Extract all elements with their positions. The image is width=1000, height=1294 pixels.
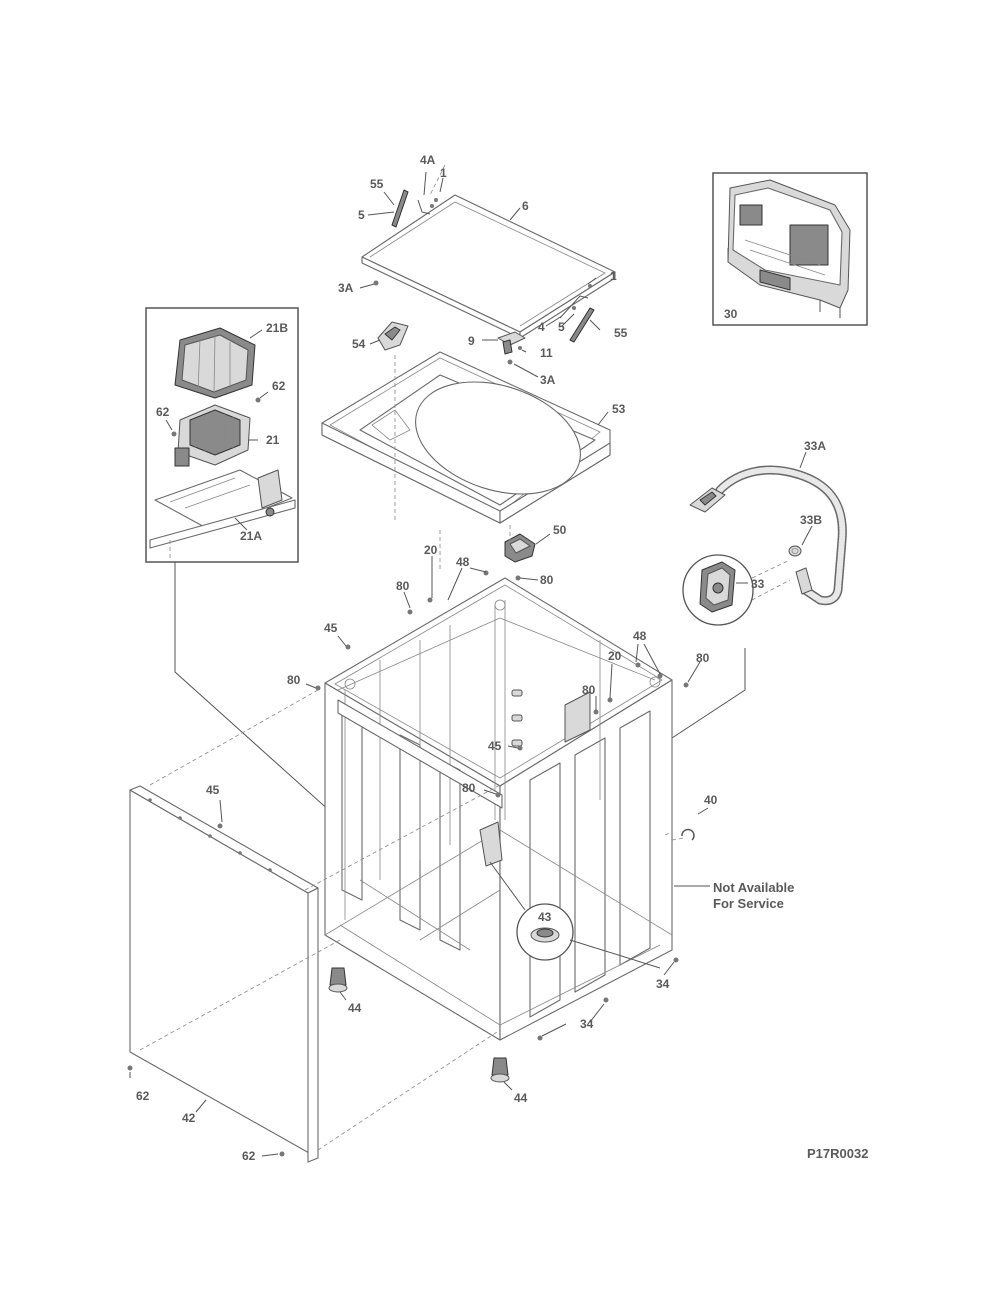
callout-80-top-right: 80 [540, 573, 554, 587]
clamp-part-33B[interactable] [788, 545, 802, 557]
callout-21B: 21B [266, 321, 288, 335]
hinge-springs-left[interactable] [391, 189, 438, 228]
callout-11: 11 [540, 346, 553, 360]
leveling-leg-part-44-left[interactable] [328, 967, 348, 993]
callout-40: 40 [704, 793, 718, 807]
callout-80-top-left: 80 [396, 579, 410, 593]
top-panel-part-53[interactable] [321, 351, 611, 524]
callout-21A: 21A [240, 529, 262, 543]
alignment-lines [139, 164, 673, 1151]
hinge-bracket-part-9[interactable] [497, 331, 526, 355]
front-panel-part-42[interactable] [129, 785, 319, 1163]
callout-33: 33 [751, 577, 765, 591]
callout-50: 50 [553, 523, 567, 537]
diagram-code: P17R0032 [807, 1146, 868, 1161]
callout-45-inner: 45 [488, 739, 502, 753]
lid-part-6[interactable] [361, 194, 616, 339]
grommet-part-43[interactable] [530, 927, 560, 943]
callout-48-right: 48 [633, 629, 647, 643]
callout-54: 54 [352, 337, 366, 351]
callout-44-left: 44 [348, 1001, 362, 1015]
screw-3A-left [373, 280, 379, 286]
callout-6: 6 [522, 199, 529, 213]
detail-circle-43: 43 [489, 861, 661, 969]
callout-42: 42 [182, 1111, 196, 1125]
callout-9: 9 [468, 334, 475, 348]
callout-55-right: 55 [614, 326, 628, 340]
callout-20-top: 20 [424, 543, 438, 557]
callout-62-panel-bottom: 62 [242, 1149, 256, 1163]
callout-1-top: 1 [440, 166, 447, 180]
callout-4-right: 4 [538, 320, 545, 334]
callout-34-bottom: 34 [580, 1017, 594, 1031]
note-line-2: For Service [713, 896, 784, 911]
board-part-21[interactable] [174, 404, 251, 467]
cabinet-hardware [127, 570, 689, 1157]
pump-part-33[interactable] [699, 561, 736, 613]
callout-80-left: 80 [287, 673, 301, 687]
callout-4A: 4A [420, 153, 436, 167]
screw-3A-right [507, 359, 513, 365]
drain-hose-part-33A[interactable] [689, 465, 847, 606]
callout-62-panel-left: 62 [136, 1089, 150, 1103]
callout-1-right: 1 [610, 269, 617, 283]
cabinet-assembly[interactable] [324, 577, 673, 1041]
callout-5-left: 5 [358, 208, 365, 222]
dispenser-part-54[interactable] [377, 321, 409, 351]
callout-80-right: 80 [696, 651, 710, 665]
callout-45-top: 45 [324, 621, 338, 635]
callout-55-left: 55 [370, 177, 384, 191]
callout-48-top: 48 [456, 555, 470, 569]
callout-21: 21 [266, 433, 280, 447]
inset-control-board: 30 [712, 172, 868, 326]
callout-80-inner: 80 [582, 683, 596, 697]
callout-62-inset-top: 62 [272, 379, 286, 393]
ring-part-40[interactable] [681, 828, 695, 841]
hinge-springs-right[interactable] [559, 284, 595, 343]
callout-20-right: 20 [608, 649, 622, 663]
callout-3A-left: 3A [338, 281, 354, 295]
callout-5-right: 5 [558, 320, 565, 334]
callout-80-front: 80 [462, 781, 476, 795]
leveling-leg-part-44-right[interactable] [490, 1057, 510, 1083]
leader-pump [671, 648, 746, 739]
screw-62-left [171, 431, 177, 437]
screw-62-top [255, 397, 261, 403]
callout-45-panel: 45 [206, 783, 220, 797]
bracket-part-21A[interactable] [149, 469, 296, 549]
callout-62-inset-left: 62 [156, 405, 170, 419]
cover-part-21B[interactable] [174, 327, 256, 399]
pump-detail-circle: 33 [682, 554, 791, 626]
callout-30: 30 [724, 307, 738, 321]
note-line-1: Not Available [713, 880, 794, 895]
callout-33B: 33B [800, 513, 822, 527]
inset-electronic-control: 21B 62 62 21 21A [145, 307, 299, 563]
callout-33A: 33A [804, 439, 826, 453]
callout-44-right: 44 [514, 1091, 528, 1105]
control-board-part-30[interactable] [727, 179, 851, 318]
bracket-part-50[interactable] [504, 533, 536, 563]
callout-34-right: 34 [656, 977, 670, 991]
callout-3A-right: 3A [540, 373, 556, 387]
callout-43: 43 [538, 910, 552, 924]
clip-11 [518, 346, 522, 350]
callout-53: 53 [612, 402, 626, 416]
